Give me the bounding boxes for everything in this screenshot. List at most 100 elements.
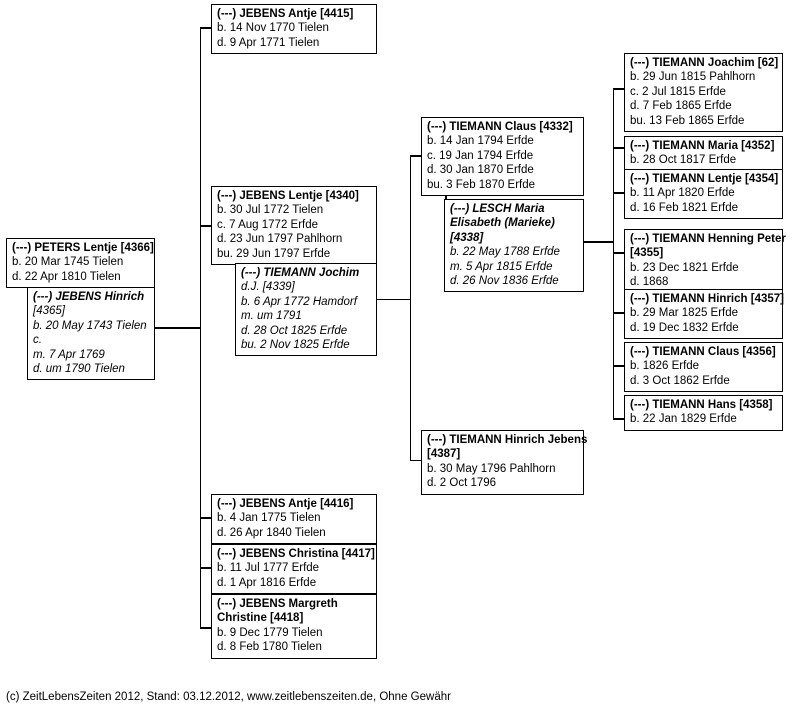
person-detail: d. 23 Jun 1797 Pahlhorn [217,233,343,246]
person-detail: c. 2 Jul 1815 Erfde [630,85,726,98]
person-box-tiemann-maria-4352[interactable]: (---) TIEMANN Maria [4352] b. 28 Oct 181… [624,136,783,172]
person-detail: d. 26 Nov 1836 Erfde [450,275,559,288]
person-box-tiemann-joachim-62[interactable]: (---) TIEMANN Joachim [62] b. 29 Jun 181… [624,53,783,133]
person-name: (---) TIEMANN Joachim [62] [630,57,779,69]
person-name: (---) JEBENS Antje [4416] [217,498,354,510]
person-detail: c. [33,334,42,347]
person-box-jebens-christina-4417[interactable]: (---) JEBENS Christina [4417] b. 11 Jul … [211,544,377,595]
person-detail: m. 7 Apr 1769 [33,348,105,361]
person-box-lesch-maria[interactable]: (---) LESCH Maria Elisabeth (Marieke) [4… [444,199,584,293]
connector-gen4-child-maria4352 [612,147,625,149]
person-name: (---) TIEMANN Hinrich [4357] [630,293,784,305]
person-name: (---) TIEMANN Jochim [241,267,360,279]
person-detail: b. 11 Jul 1777 Erfde [217,562,320,575]
person-detail: [4355] [630,247,664,260]
person-name: (---) TIEMANN Hans [4358] [630,399,773,411]
person-detail: d. 28 Oct 1825 Erfde [241,324,348,337]
person-detail: bu. 3 Feb 1870 Erfde [427,178,536,191]
person-box-tiemann-hinrich-4357[interactable]: (---) TIEMANN Hinrich [4357] b. 29 Mar 1… [624,289,784,340]
connector-gen4-child-hans4358 [612,418,625,420]
person-box-tiemann-hans-4358[interactable]: (---) TIEMANN Hans [4358] b. 22 Jan 1829… [624,395,783,431]
person-detail: d. um 1790 Tielen [33,363,125,376]
person-detail: d. 26 Apr 1840 Tielen [217,526,326,539]
person-box-peters-lentje[interactable]: (---) PETERS Lentje [4366] b. 20 Mar 174… [6,238,155,289]
person-detail: b. 9 Dec 1779 Tielen [217,626,323,639]
person-detail: c. 19 Jan 1794 Erfde [427,149,534,162]
person-detail: b. 1826 Erfde [630,360,700,373]
person-detail: d. 22 Apr 1810 Tielen [12,270,121,283]
connector-gen2-trunk [199,27,201,628]
person-detail: m. um 1791 [241,310,302,323]
person-detail: b. 30 May 1796 Pahlhorn [427,462,556,475]
connector-gen2-child-lentje4340 [199,225,212,227]
person-detail: b. 14 Nov 1770 Tielen [217,22,329,35]
person-detail: d. 19 Dec 1832 Erfde [630,321,739,334]
person-name: (---) TIEMANN Claus [4356] [630,346,776,358]
person-box-tiemann-hinrich-jebens-4387[interactable]: (---) TIEMANN Hinrich Jebens [4387] b. 3… [421,430,588,495]
person-name: (---) JEBENS Antje [4415] [217,8,354,20]
person-box-jebens-antje-4415[interactable]: (---) JEBENS Antje [4415] b. 14 Nov 1770… [211,4,377,55]
connector-gen4-child-hinrich4357 [612,312,625,314]
person-detail: d. 7 Feb 1865 Erfde [630,100,732,113]
connector-gen4-child-claus4356 [612,365,625,367]
connector-gen4-child-henning4355 [612,252,625,254]
person-detail: Christine [4418] [217,612,304,625]
connector-gen3-child-claus4332 [409,155,422,157]
person-detail: b. 20 May 1743 Tielen [33,319,147,332]
person-box-tiemann-henning-peter-4355[interactable]: (---) TIEMANN Henning Peter [4355] b. 23… [624,229,786,294]
person-name: (---) LESCH Maria [450,203,545,215]
person-detail: d. 30 Jan 1870 Erfde [427,164,534,177]
person-detail: b. 22 Jan 1829 Erfde [630,413,737,426]
person-detail: d. 1868 [630,276,669,289]
person-detail: d. 1 Apr 1816 Erfde [217,576,317,589]
person-detail: b. 11 Apr 1820 Erfde [630,187,735,200]
person-name: (---) JEBENS Margreth [217,598,338,610]
person-detail: b. 4 Jan 1775 Tielen [217,512,321,525]
person-detail: d. 16 Feb 1821 Erfde [630,201,739,214]
person-name: (---) PETERS Lentje [4366] [12,242,154,254]
person-name: (---) TIEMANN Maria [4352] [630,140,775,152]
connector-gen4-child-lentje4354 [612,192,625,194]
person-name: (---) TIEMANN Henning Peter [630,233,786,245]
connector-gen2-child-antje4415 [199,27,212,29]
person-box-jebens-antje-4416[interactable]: (---) JEBENS Antje [4416] b. 4 Jan 1775 … [211,494,377,545]
person-detail: m. 5 Apr 1815 Erfde [450,260,553,273]
copyright-footer: (c) ZeitLebensZeiten 2012, Stand: 03.12.… [6,691,451,703]
person-detail: bu. 13 Feb 1865 Erfde [630,114,745,127]
person-detail: d. 2 Oct 1796 [427,477,497,490]
person-detail: [4387] [427,448,461,461]
person-name: (---) TIEMANN Lentje [4354] [630,173,779,185]
person-name: (---) JEBENS Christina [4417] [217,548,375,560]
person-name: (---) JEBENS Lentje [4340] [217,190,359,202]
person-detail: bu. 2 Nov 1825 Erfde [241,339,350,352]
person-box-tiemann-lentje-4354[interactable]: (---) TIEMANN Lentje [4354] b. 11 Apr 18… [624,169,783,220]
person-detail: b. 29 Mar 1825 Erfde [630,307,739,320]
person-detail: b. 29 Jun 1815 Pahlhorn [630,71,756,84]
person-detail: d. 8 Feb 1780 Tielen [217,641,322,654]
person-box-jebens-hinrich[interactable]: (---) JEBENS Hinrich [4365] b. 20 May 17… [27,287,155,381]
person-detail: b. 22 May 1788 Erfde [450,246,560,259]
person-box-tiemann-jochim[interactable]: (---) TIEMANN Jochim d.J. [4339] b. 6 Ap… [235,263,377,357]
person-detail: b. 28 Oct 1817 Erfde [630,154,737,167]
person-detail: c. 7 Aug 1772 Erfde [217,218,319,231]
person-detail: d.J. [4339] [241,281,295,294]
connector-gen2-child-margreth4418 [199,627,212,629]
person-detail: [4338] [450,231,484,244]
person-detail: b. 23 Dec 1821 Erfde [630,261,739,274]
connector-gen2-child-antje4416 [199,517,212,519]
person-detail: b. 30 Jul 1772 Tielen [217,204,324,217]
person-name: (---) TIEMANN Claus [4332] [427,121,573,133]
person-box-jebens-lentje-4340[interactable]: (---) JEBENS Lentje [4340] b. 30 Jul 177… [211,186,377,266]
person-name: (---) TIEMANN Hinrich Jebens [427,434,588,446]
person-detail: b. 6 Apr 1772 Hamdorf [241,295,357,308]
person-detail: bu. 29 Jun 1797 Erfde [217,247,331,260]
person-box-jebens-margreth-4418[interactable]: (---) JEBENS Margreth Christine [4418] b… [211,594,377,659]
person-box-tiemann-claus-4356[interactable]: (---) TIEMANN Claus [4356] b. 1826 Erfde… [624,342,783,393]
person-detail: d. 3 Oct 1862 Erfde [630,374,730,387]
connector-gen4-trunk [612,88,614,419]
person-box-tiemann-claus-4332[interactable]: (---) TIEMANN Claus [4332] b. 14 Jan 179… [421,117,584,197]
connector-gen2-child-christina4417 [199,567,212,569]
person-detail: Elisabeth (Marieke) [450,217,555,230]
connector-gen3-child-hinrich4387 [409,459,422,461]
person-detail: [4365] [33,305,65,318]
